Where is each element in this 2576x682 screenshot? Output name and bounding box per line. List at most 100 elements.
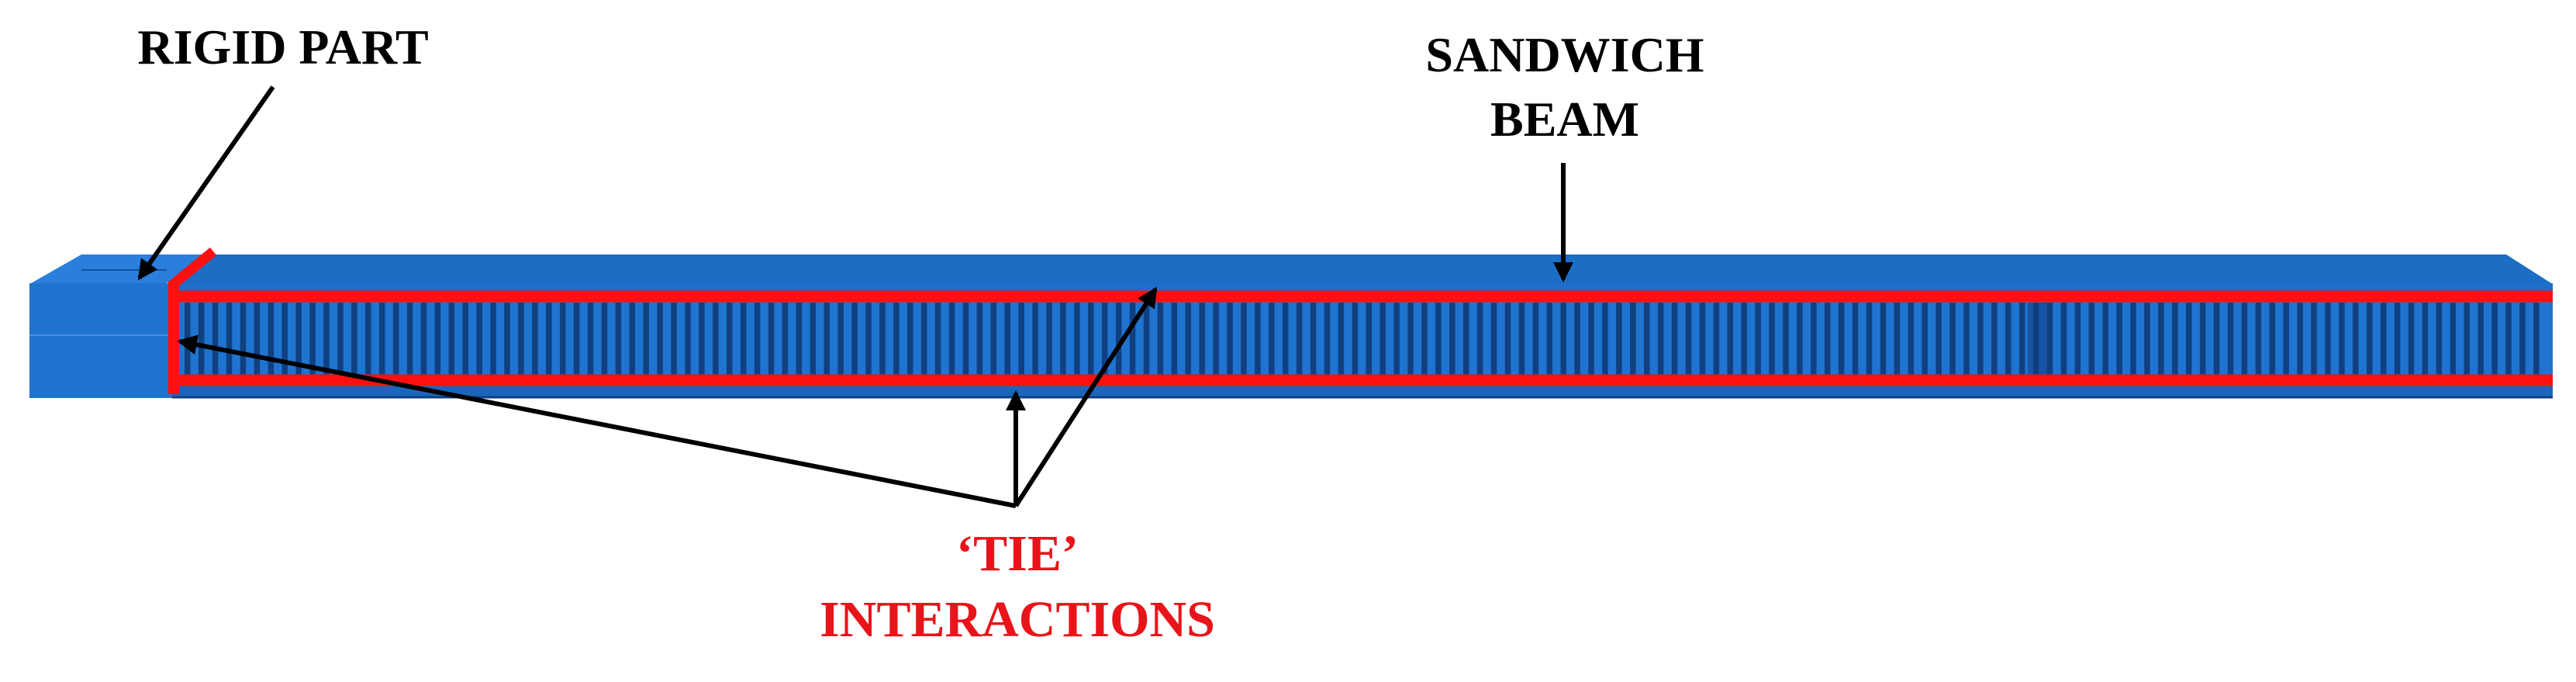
core-web	[1685, 303, 1692, 376]
core-web	[2005, 303, 2011, 376]
core-web	[1393, 303, 1400, 376]
core-web	[1797, 303, 1803, 376]
core-web	[240, 303, 247, 376]
core-web	[281, 303, 288, 376]
core-web	[962, 303, 969, 376]
core-web	[2060, 303, 2067, 376]
core-web	[1060, 303, 1066, 376]
core-web	[268, 303, 275, 376]
core-web	[727, 303, 733, 376]
core-web	[2088, 303, 2095, 376]
core-web	[2018, 303, 2025, 376]
core-web	[406, 303, 413, 376]
core-web	[1727, 303, 1734, 376]
core-web	[2074, 303, 2081, 376]
core-web	[1282, 303, 1289, 376]
tie-line-diagonal	[170, 247, 217, 289]
core-web	[1908, 303, 1915, 376]
core-web	[1852, 303, 1859, 376]
core-web	[1046, 303, 1052, 376]
core-web	[1949, 303, 1956, 376]
core-web	[671, 303, 677, 376]
core-web	[2505, 303, 2512, 376]
core-web	[1588, 303, 1594, 376]
tie-interactions-label-line2: INTERACTIONS	[820, 591, 1215, 648]
core-web	[879, 303, 886, 376]
core-web	[2408, 303, 2415, 376]
core-web	[2199, 303, 2206, 376]
core-web	[2227, 303, 2234, 376]
core-web	[1532, 303, 1539, 376]
core-web	[1171, 303, 1178, 376]
core-web	[1421, 303, 1428, 376]
core-web	[2478, 303, 2484, 376]
core-web	[1324, 303, 1331, 376]
core-web	[990, 303, 997, 376]
core-web	[1032, 303, 1038, 376]
core-web	[2325, 303, 2331, 376]
core-web	[2422, 303, 2429, 376]
core-web	[532, 303, 538, 376]
core-web	[851, 303, 858, 376]
core-web	[2269, 303, 2276, 376]
core-web	[1824, 303, 1831, 376]
core-web	[1838, 303, 1845, 376]
core-web	[2491, 303, 2498, 376]
core-web	[1991, 303, 1998, 376]
core-web	[2533, 303, 2540, 376]
core-web	[1143, 303, 1150, 376]
core-web	[1366, 303, 1373, 376]
core-web	[1296, 303, 1303, 376]
core-web	[657, 303, 663, 376]
core-web	[1755, 303, 1761, 376]
core-web	[490, 303, 496, 376]
core-web	[2241, 303, 2248, 376]
core-web	[1546, 303, 1553, 376]
core-web	[2353, 303, 2359, 376]
core-web	[1185, 303, 1192, 376]
core-web	[754, 303, 761, 376]
core-web	[1922, 303, 1928, 376]
beam-core-webs	[185, 303, 2540, 376]
core-web	[254, 303, 261, 376]
core-web	[309, 303, 316, 376]
core-web	[2283, 303, 2289, 376]
core-web	[546, 303, 552, 376]
core-web	[573, 303, 580, 376]
core-web	[1338, 303, 1345, 376]
annotation-arrows	[137, 85, 1573, 508]
core-web	[1977, 303, 1984, 376]
core-web	[587, 303, 594, 376]
core-web	[796, 303, 803, 376]
core-web	[1574, 303, 1580, 376]
core-web	[1088, 303, 1094, 376]
tie-interactions-label-line1: ‘TIE’	[956, 525, 1079, 582]
core-web	[2213, 303, 2220, 376]
core-web	[1490, 303, 1497, 376]
core-web	[337, 303, 344, 376]
core-web	[948, 303, 955, 376]
core-web	[2116, 303, 2122, 376]
core-web	[810, 303, 817, 376]
core-web	[934, 303, 941, 376]
core-web	[2450, 303, 2457, 376]
core-web	[824, 303, 830, 376]
rigid-part-top-face	[31, 254, 217, 283]
core-web	[212, 303, 219, 376]
core-web	[448, 303, 455, 376]
tie-arrow-top	[1013, 286, 1158, 507]
core-web	[685, 303, 691, 376]
core-web	[2394, 303, 2401, 376]
core-web	[2102, 303, 2108, 376]
core-web	[615, 303, 622, 376]
core-web	[518, 303, 524, 376]
beam-dense-web-region	[2028, 303, 2051, 380]
core-web	[1741, 303, 1747, 376]
core-web	[1811, 303, 1817, 376]
core-web	[2311, 303, 2317, 376]
core-web	[1227, 303, 1233, 376]
core-web	[323, 303, 330, 376]
core-web	[1657, 303, 1664, 376]
core-web	[768, 303, 775, 376]
